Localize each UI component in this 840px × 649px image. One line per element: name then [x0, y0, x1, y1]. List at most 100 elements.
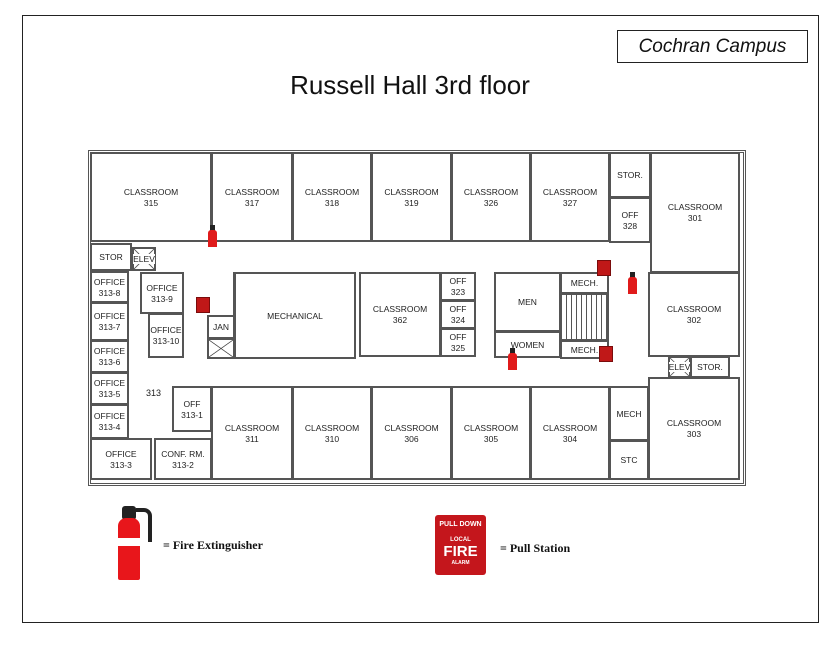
room-number: 306: [404, 433, 419, 444]
room-number: 305: [483, 433, 499, 444]
room-stc: STC: [609, 440, 649, 480]
room-number: 313-4: [98, 422, 121, 432]
room-name: OFFICE: [93, 378, 126, 388]
room-number: 304: [562, 433, 578, 444]
room-number: 310: [324, 433, 340, 444]
room-name: MEN: [518, 297, 537, 307]
room-number: 313-10: [152, 336, 180, 346]
room-name: CLASSROOM: [384, 422, 439, 433]
legend-extinguisher-label: = Fire Extinguisher: [163, 538, 263, 552]
room-name: CLASSROOM: [372, 304, 428, 314]
room-number: 328: [622, 220, 638, 231]
pull-sign-line3: FIRE: [443, 543, 478, 560]
room-women: WOMEN: [494, 331, 561, 358]
legend-fire-extinguisher-icon: [108, 500, 153, 582]
room-number: 313-7: [98, 322, 121, 332]
room-name: CLASSROOM: [542, 186, 598, 197]
room-name: STOR: [99, 252, 123, 262]
room-name: WOMEN: [510, 339, 545, 350]
room-name: STOR.: [617, 170, 643, 180]
room-name: OFFICE: [93, 276, 126, 287]
fire-extinguisher-icon: [508, 348, 517, 370]
page-border: [22, 15, 819, 623]
room-name: OFFICE: [93, 411, 126, 421]
room-number: 311: [245, 433, 259, 444]
room-number: 317: [244, 197, 260, 208]
room-name: MECH: [616, 408, 642, 419]
campus-label: Cochran Campus: [617, 30, 808, 63]
room-name: OFF: [449, 304, 467, 314]
room-number: 313-2: [172, 459, 194, 470]
room-name: CLASSROOM: [667, 202, 723, 212]
room-mech4: MECH: [609, 386, 649, 441]
room-number: 319: [404, 197, 419, 208]
room-stor3: STOR.: [690, 356, 730, 378]
room-name: CLASSROOM: [304, 422, 360, 433]
room-number: 313-9: [151, 293, 173, 304]
room-number: 313-5: [98, 389, 121, 399]
room-number: 362: [392, 315, 408, 325]
room-number: 303: [686, 429, 702, 439]
room-name: CLASSROOM: [384, 186, 439, 197]
room-name: MECH.: [570, 344, 599, 355]
room-name: ELEV: [668, 362, 691, 372]
room-jan: JAN: [207, 315, 235, 339]
room-name: CLASSROOM: [542, 422, 598, 433]
room-elev1: ELEV: [132, 247, 156, 271]
room-name: OFFICE: [93, 311, 126, 321]
room-number: 302: [686, 315, 702, 325]
pull-station-icon: [597, 260, 611, 276]
room-name: CLASSROOM: [463, 186, 519, 197]
room-shaft1: [207, 338, 235, 359]
building-outline: [88, 150, 746, 486]
room-number: 313-6: [98, 357, 121, 367]
fire-extinguisher-icon: [208, 225, 217, 247]
room-number: 325: [450, 343, 466, 353]
room-name: OFF: [449, 332, 467, 342]
room-name: OFFICE: [146, 282, 178, 293]
room-name: CLASSROOM: [123, 186, 179, 197]
pull-station-icon: [196, 297, 210, 313]
room-elev2: ELEV: [668, 356, 691, 378]
room-name: MECHANICAL: [267, 310, 323, 321]
room-conf: CONF. RM.313-2: [154, 438, 212, 480]
room-men: MEN: [494, 272, 561, 332]
room-name: STC: [620, 455, 638, 465]
room-name: OFFICE: [150, 325, 182, 335]
suite-313-label: 313: [146, 388, 162, 398]
room-name: CLASSROOM: [666, 418, 722, 428]
room-name: OFF: [621, 209, 639, 220]
room-name: OFF: [449, 276, 467, 286]
room-name: CLASSROOM: [224, 186, 280, 197]
room-number: 318: [324, 197, 340, 208]
room-name: CLASSROOM: [224, 422, 280, 433]
room-name: CLASSROOM: [463, 422, 519, 433]
room-name: CLASSROOM: [304, 186, 360, 197]
room-number: 323: [450, 287, 466, 297]
room-number: 326: [483, 197, 499, 208]
fire-extinguisher-icon: [628, 272, 637, 294]
